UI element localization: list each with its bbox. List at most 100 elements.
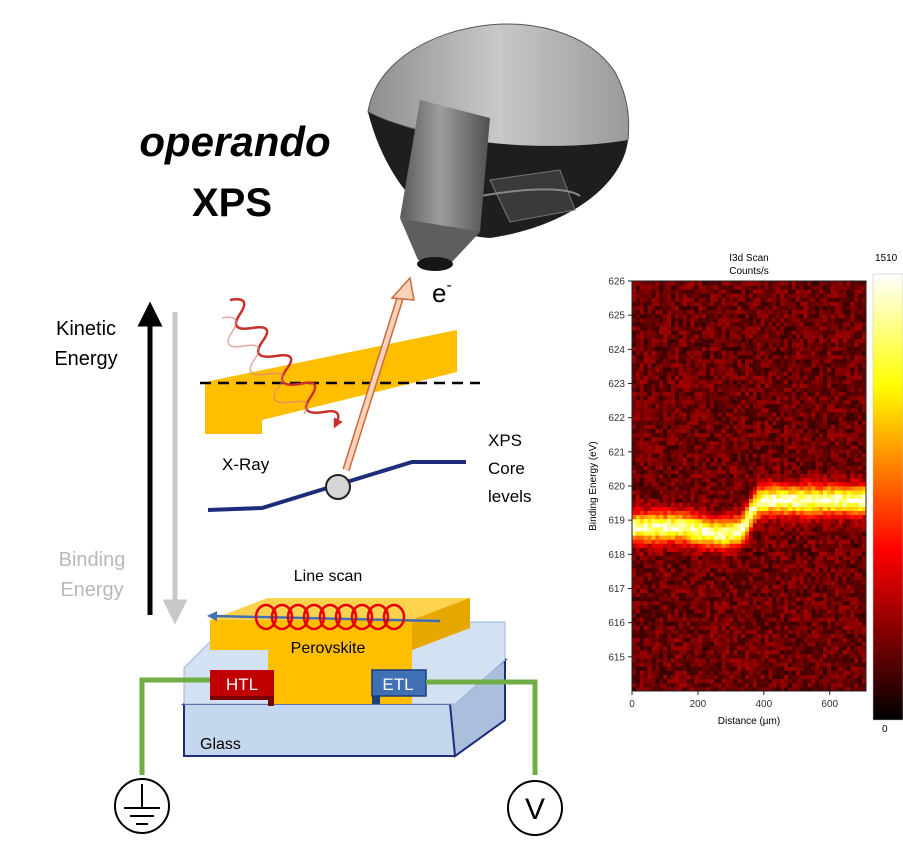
- heatmap-cell: [643, 330, 648, 335]
- heatmap-cell: [702, 563, 707, 569]
- heatmap-cell: [741, 588, 746, 593]
- heatmap-cell: [772, 658, 777, 663]
- heatmap-cell: [788, 621, 793, 626]
- heatmap-cell: [764, 547, 769, 552]
- heatmap-cell: [674, 313, 680, 319]
- heatmap-cell: [815, 563, 820, 569]
- heatmap-cell: [745, 330, 750, 335]
- heatmap-cell: [690, 449, 695, 454]
- heatmap-cell: [663, 568, 668, 573]
- heatmap-cell: [788, 490, 793, 495]
- heatmap-cell: [632, 682, 637, 688]
- heatmap-cell: [713, 420, 719, 425]
- heatmap-cell: [788, 453, 793, 458]
- heatmap-cell: [674, 449, 680, 454]
- heatmap-cell: [706, 363, 711, 368]
- heatmap-cell: [694, 641, 699, 647]
- heatmap-cell: [799, 555, 804, 561]
- heatmap-cell: [745, 563, 750, 569]
- heatmap-cell: [659, 408, 664, 413]
- heatmap-cell: [643, 457, 648, 462]
- heatmap-cell: [674, 367, 680, 372]
- heatmap-cell: [815, 404, 820, 409]
- heatmap-cell: [819, 625, 824, 630]
- heatmap-cell: [795, 330, 801, 335]
- heatmap-cell: [635, 436, 641, 442]
- heatmap-cell: [659, 469, 664, 475]
- heatmap-cell: [799, 477, 804, 483]
- heatmap-cell: [807, 531, 812, 536]
- heatmap-cell: [651, 293, 656, 298]
- heatmap-cell: [632, 420, 637, 425]
- heatmap-cell: [729, 428, 734, 434]
- heatmap-cell: [768, 641, 773, 647]
- heatmap-cell: [815, 449, 820, 454]
- heatmap-cell: [717, 514, 723, 520]
- heatmap-cell: [698, 527, 703, 532]
- heatmap-cell: [663, 338, 668, 343]
- heatmap-cell: [811, 309, 816, 315]
- heatmap-cell: [729, 658, 734, 663]
- heatmap-cell: [655, 342, 660, 347]
- heatmap-cell: [710, 445, 715, 450]
- heatmap-cell: [745, 613, 750, 618]
- heatmap-cell: [655, 641, 660, 647]
- heatmap-cell: [671, 654, 676, 659]
- heatmap-cell: [710, 522, 715, 528]
- heatmap-cell: [752, 461, 758, 466]
- heatmap-cell: [768, 387, 773, 393]
- heatmap-cell: [706, 592, 711, 598]
- heatmap-cell: [706, 621, 711, 626]
- heatmap-cell: [764, 289, 769, 294]
- heatmap-cell: [752, 645, 758, 651]
- heatmap-cell: [756, 420, 762, 425]
- heatmap-cell: [807, 510, 812, 516]
- heatmap-cell: [651, 600, 656, 606]
- heatmap-cell: [756, 617, 762, 622]
- heatmap-cell: [635, 358, 641, 364]
- heatmap-cell: [674, 666, 680, 671]
- heatmap-cell: [698, 572, 703, 577]
- heatmap-cell: [819, 457, 824, 462]
- heatmap-cell: [643, 477, 648, 483]
- heatmap-cell: [651, 473, 656, 479]
- heatmap-cell: [710, 543, 715, 548]
- heatmap-cell: [721, 654, 726, 659]
- heatmap-cell: [791, 449, 797, 454]
- heatmap-cell: [745, 334, 750, 339]
- heatmap-cell: [678, 486, 684, 491]
- heatmap-cell: [815, 289, 820, 294]
- heatmap-cell: [721, 584, 726, 589]
- heatmap-cell: [647, 510, 652, 516]
- heatmap-cell: [752, 658, 758, 663]
- heatmap-cell: [694, 457, 699, 462]
- heatmap-cell: [686, 609, 691, 614]
- heatmap-cell: [717, 469, 723, 475]
- heatmap-cell: [788, 641, 793, 647]
- heatmap-cell: [772, 383, 777, 388]
- heatmap-cell: [678, 588, 684, 593]
- heatmap-cell: [659, 338, 664, 343]
- heatmap-cell: [791, 633, 797, 639]
- heatmap-cell: [745, 391, 750, 397]
- heatmap-cell: [710, 576, 715, 581]
- heatmap-cell: [799, 297, 804, 302]
- heatmap-cell: [647, 281, 652, 286]
- heatmap-cell: [686, 674, 691, 680]
- heatmap-cell: [760, 293, 765, 298]
- heatmap-cell: [686, 527, 691, 532]
- heatmap-cell: [643, 391, 648, 397]
- heatmap-cell: [713, 461, 719, 466]
- heatmap-cell: [678, 572, 684, 577]
- heatmap-cell: [717, 330, 723, 335]
- heatmap-cell: [819, 313, 824, 319]
- heatmap-cell: [678, 670, 684, 675]
- heatmap-cell: [784, 613, 789, 618]
- heatmap-cell: [655, 379, 660, 384]
- heatmap-cell: [647, 494, 652, 499]
- heatmap-cell: [674, 404, 680, 409]
- heatmap-cell: [741, 625, 746, 630]
- heatmap-cell: [647, 584, 652, 589]
- heatmap-cell: [811, 477, 816, 483]
- heatmap-cell: [713, 600, 719, 606]
